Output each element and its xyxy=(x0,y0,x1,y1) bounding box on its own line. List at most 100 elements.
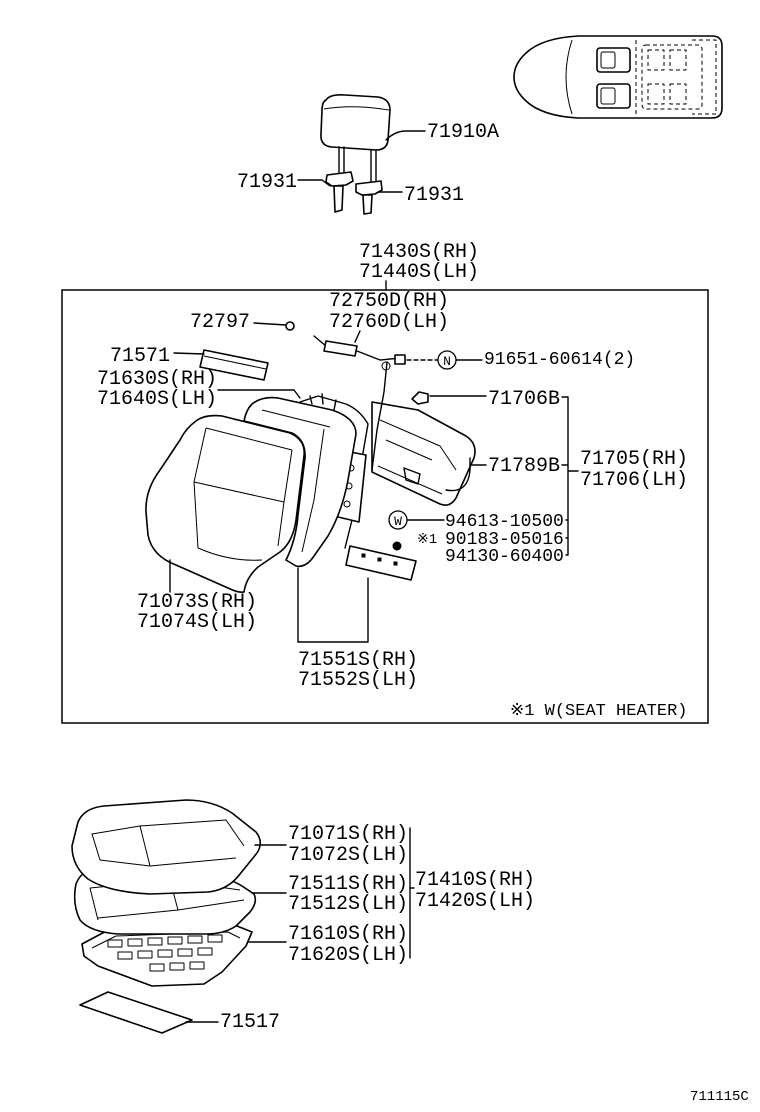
seatback-board-clip xyxy=(403,467,421,485)
board-rh-label: 71705(RH) xyxy=(580,448,688,471)
cushion-frame-cell-13 xyxy=(169,962,185,971)
harness-joint xyxy=(381,361,391,371)
heater-strip-dot-2 xyxy=(377,557,382,562)
seatback-heater-strip xyxy=(345,545,417,581)
harness-wire xyxy=(356,350,401,361)
marker-n-letter: N xyxy=(443,354,451,369)
nut-label: 90183-05016 xyxy=(445,530,564,550)
cushion-frame-cell-9 xyxy=(157,949,173,958)
car-rear-seat-left xyxy=(669,83,687,105)
headrest-seam xyxy=(323,106,390,111)
upper-pad-label: 71571 xyxy=(110,345,170,368)
cushion-pad-lh-label: 71512S(LH) xyxy=(288,893,408,916)
seatback-cover-seam-bottom xyxy=(197,547,263,561)
lower-pad-lh-label: 71552S(LH) xyxy=(298,669,418,692)
seatback-board-rib-3 xyxy=(377,465,443,495)
seatback-cover-seam-middle xyxy=(193,481,285,503)
car-rear-seat-center xyxy=(669,49,687,71)
cushion-frame-cell-3 xyxy=(147,937,163,946)
washer-label: 94130-60400 xyxy=(445,547,564,567)
clip-part xyxy=(285,321,295,331)
screw-w-label: 94613-10500 xyxy=(445,512,564,532)
cushion-cover-rh-label: 71071S(RH) xyxy=(288,823,408,846)
seatback-cover-seam-top xyxy=(205,427,293,451)
cushion-frame-lh-label: 71620S(LH) xyxy=(288,944,408,967)
harness-rh-label: 72750D(RH) xyxy=(329,290,449,313)
support-right-part-label: 71931 xyxy=(404,184,464,207)
cushion-frame-cell-11 xyxy=(197,947,213,956)
car-windshield-line xyxy=(565,39,573,115)
cushion-heater xyxy=(79,991,193,1034)
cushion-frame-rh-label: 71610S(RH) xyxy=(288,923,408,946)
car-rear-seat-right xyxy=(647,49,665,71)
seatback-frame-tube xyxy=(293,395,369,549)
headrest-support-right xyxy=(355,180,383,196)
cover-rh-label: 71073S(RH) xyxy=(137,591,257,614)
board-lh-label: 71706(LH) xyxy=(580,469,688,492)
bolt-n-label: 91651-60614(2) xyxy=(484,350,635,370)
harness-lh-label: 72760D(LH) xyxy=(329,311,449,334)
seatback-pad-seam-side xyxy=(301,428,325,553)
leader-line-pad xyxy=(217,389,301,399)
leader-line-support-left xyxy=(297,179,331,187)
cushion-heater-sheet xyxy=(79,991,193,1034)
cushion-pad-seam-right xyxy=(177,899,245,911)
cushion-pad-seam-left xyxy=(89,887,99,921)
leader-line-lower-pad xyxy=(297,567,369,643)
nut-note-mark: ※1 xyxy=(417,532,437,548)
leader-line-headrest xyxy=(385,130,426,141)
cushion-cover xyxy=(71,799,262,895)
seatback-group-frame xyxy=(61,289,709,724)
cushion-heater-label: 71517 xyxy=(220,1011,280,1034)
cushion-frame-cell-2 xyxy=(127,938,143,947)
cushion-frame-cell-10 xyxy=(177,948,193,957)
seatback-frame-bracket xyxy=(309,393,337,411)
cushion-frame xyxy=(81,923,253,987)
seatback-harness xyxy=(313,335,401,471)
cushion-frame-cell-4 xyxy=(167,936,183,945)
cushion-cover-seam-top xyxy=(139,819,245,847)
harness-connector xyxy=(323,340,358,357)
cushion-frame-cell-8 xyxy=(137,950,153,959)
cushion-cover-lh-label: 71072S(LH) xyxy=(288,844,408,867)
seatback-upper-pad xyxy=(199,349,269,381)
car-rear-seat-lower xyxy=(647,83,665,105)
cover-lh-label: 71074S(LH) xyxy=(137,611,257,634)
nut-part xyxy=(392,541,402,551)
marker-n-circle xyxy=(437,350,457,370)
headrest-post-left xyxy=(338,146,345,176)
headrest-support-right-stem xyxy=(362,194,373,215)
seat-heater-footnote: ※1 W(SEAT HEATER) xyxy=(510,702,687,721)
harness-wire-down xyxy=(371,361,388,471)
cushion-frame-cell-6 xyxy=(207,934,223,943)
headrest-support-left xyxy=(325,171,354,187)
headrest-part-label: 71910A xyxy=(427,121,499,144)
marker-w-letter: W xyxy=(394,514,402,529)
seatback-assy-lh-label: 71440S(LH) xyxy=(359,261,479,284)
seatback-board xyxy=(371,401,476,506)
cushion-assy-rh-label: 71410S(RH) xyxy=(415,869,535,892)
bolt-n-part xyxy=(394,354,406,365)
cushion-frame-cell-12 xyxy=(149,963,165,972)
leader-line-upper-pad xyxy=(173,352,205,355)
car-front-seat-right-cushion xyxy=(600,51,616,69)
harness-plug xyxy=(313,335,327,347)
cushion-assy-lh-label: 71420S(LH) xyxy=(415,890,535,913)
bracket-board xyxy=(561,396,579,556)
pad-lh-label: 71640S(LH) xyxy=(97,388,217,411)
hook-part xyxy=(411,391,429,405)
headrest-post-right xyxy=(370,149,377,184)
seatback-board-rib-1 xyxy=(379,419,457,471)
seatback-upper-pad-body xyxy=(199,349,269,381)
seatback-cover-body xyxy=(145,414,306,593)
cushion-cover-seam-bottom xyxy=(149,857,237,867)
seatback-frame-hole-3 xyxy=(343,500,351,508)
headrest-support-left-stem xyxy=(333,185,344,213)
clip-label: 72797 xyxy=(190,311,250,334)
support-left-part-label: 71931 xyxy=(237,171,297,194)
diagram-code: 711115C xyxy=(690,1089,749,1105)
seatback-cover xyxy=(145,414,306,593)
cushion-pad-rh-label: 71511S(RH) xyxy=(288,873,408,896)
seatback-assy-rh-label: 71430S(RH) xyxy=(359,241,479,264)
